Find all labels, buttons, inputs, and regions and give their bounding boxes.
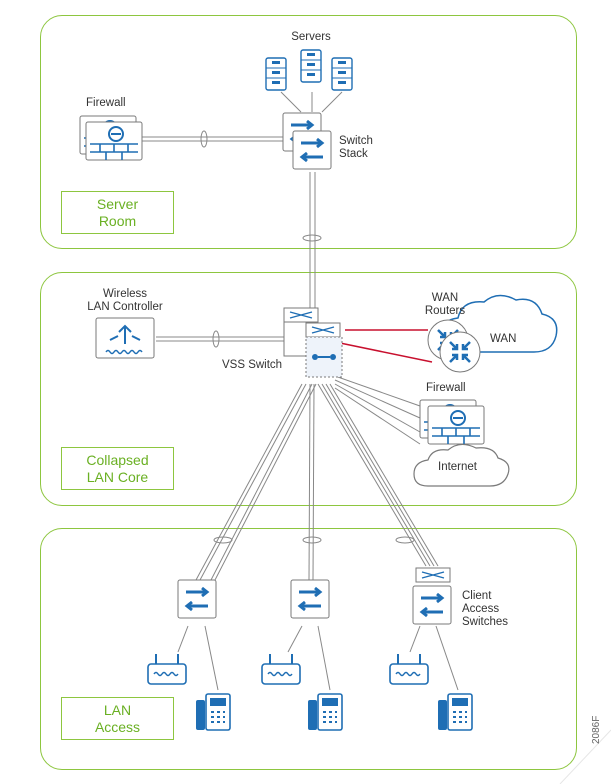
internet-cloud-icon [413,443,510,487]
client-access-switches-label: Client Access Switches [462,590,509,628]
ip-phone-icon [437,693,473,731]
server-icon [300,49,322,83]
ip-phone-icon [307,693,343,731]
vss-switch-icon [283,307,343,378]
router-icon [438,330,482,374]
figure-id: 2086F [591,715,602,744]
server-icon [331,57,353,91]
servers-label: Servers [291,31,331,43]
lan-access-label: LAN Access [61,697,174,740]
switch-stack-label: Switch Stack [339,135,373,160]
access-switch-icon [289,578,331,620]
lan-core-label: Collapsed LAN Core [61,447,174,490]
server-room-label: Server Room [61,191,174,234]
firewall-core-label: Firewall [426,382,466,394]
switch-stack-icon [291,129,333,171]
access-point-icon [389,653,429,685]
client-access-switch-icon [411,567,453,626]
firewall-icon [85,121,143,161]
access-switch-icon [176,578,218,620]
firewall-label: Firewall [86,97,126,109]
server-icon [265,57,287,91]
access-point-icon [261,653,301,685]
wireless-lan-controller-icon [95,317,155,359]
ip-phone-icon [195,693,231,731]
wlc-label: Wireless LAN Controller [87,288,163,313]
wan-label: WAN [490,333,517,345]
server-room-zone [40,15,577,249]
vss-switch-label: VSS Switch [222,359,283,371]
lan-core-zone [40,272,577,506]
wan-routers-label: WAN Routers [424,292,466,317]
firewall-icon [427,405,485,445]
lan-access-zone [40,528,577,770]
access-point-icon [147,653,187,685]
internet-label: Internet [438,461,477,473]
